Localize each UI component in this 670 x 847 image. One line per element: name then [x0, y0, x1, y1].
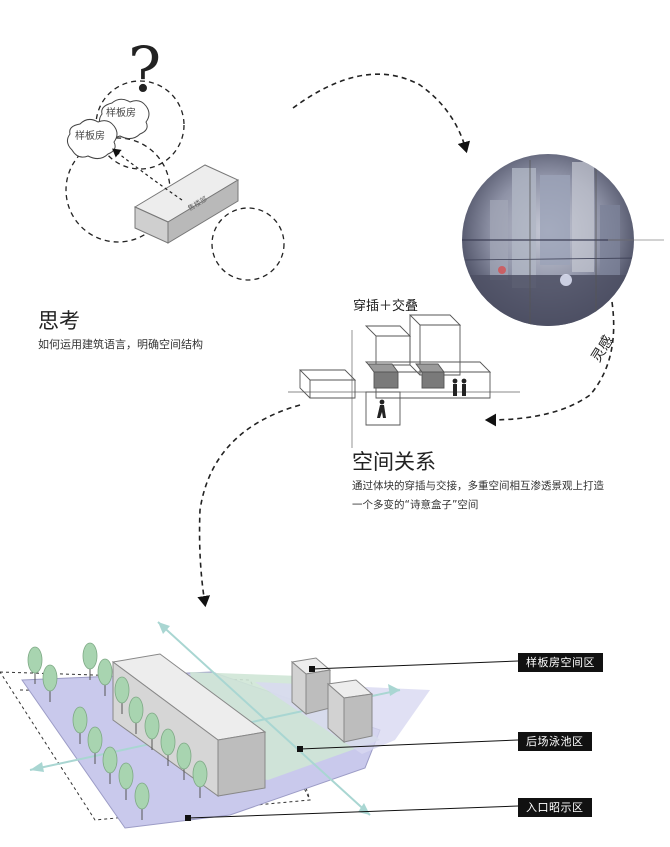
- tree-rows: [27, 642, 208, 820]
- bubble-label-b: 样板房: [75, 131, 105, 142]
- cloud-bubble-b: [66, 118, 118, 160]
- tree: [102, 746, 118, 774]
- sales-office-block: [167, 179, 239, 244]
- arrow-to-inspiration: [292, 73, 471, 154]
- tree: [27, 646, 43, 674]
- tree: [82, 642, 98, 670]
- question-mark: ?: [128, 33, 162, 106]
- zone-label-entrance: 入口昭示区: [518, 798, 592, 817]
- relations-diagram-label: 穿插＋交叠: [353, 299, 419, 314]
- zone-label-sample-house: 样板房空间区: [518, 653, 603, 672]
- tree: [176, 742, 192, 770]
- relations-line2: 一个多变的“诗意盒子”空间: [352, 499, 479, 511]
- arrow-to-plan: [197, 404, 301, 608]
- tree: [128, 696, 144, 724]
- relations-title: 空间关系: [352, 450, 436, 474]
- tree: [114, 676, 130, 704]
- tree: [118, 762, 134, 790]
- tree: [192, 760, 208, 788]
- relations-diagram: [288, 314, 520, 448]
- tree: [72, 706, 88, 734]
- bubble-label-a: 样板房: [106, 108, 136, 119]
- tree: [160, 728, 176, 756]
- thinking-title: 思考: [38, 309, 80, 333]
- site-plan: [0, 621, 519, 829]
- tree: [144, 712, 160, 740]
- tree: [42, 664, 58, 692]
- tree: [97, 658, 113, 686]
- dashed-circle-bottom: [211, 207, 285, 281]
- thinking-subtitle: 如何运用建筑语言，明确空间结构: [38, 338, 203, 351]
- thinking-sketch: [65, 80, 285, 281]
- relations-line1: 通过体块的穿插与交接，多重空间相互渗透景观上打造: [352, 480, 604, 492]
- tree: [134, 782, 150, 810]
- inspiration-photo: [462, 154, 664, 326]
- tree: [87, 726, 103, 754]
- zone-label-pool: 后场泳池区: [518, 732, 592, 751]
